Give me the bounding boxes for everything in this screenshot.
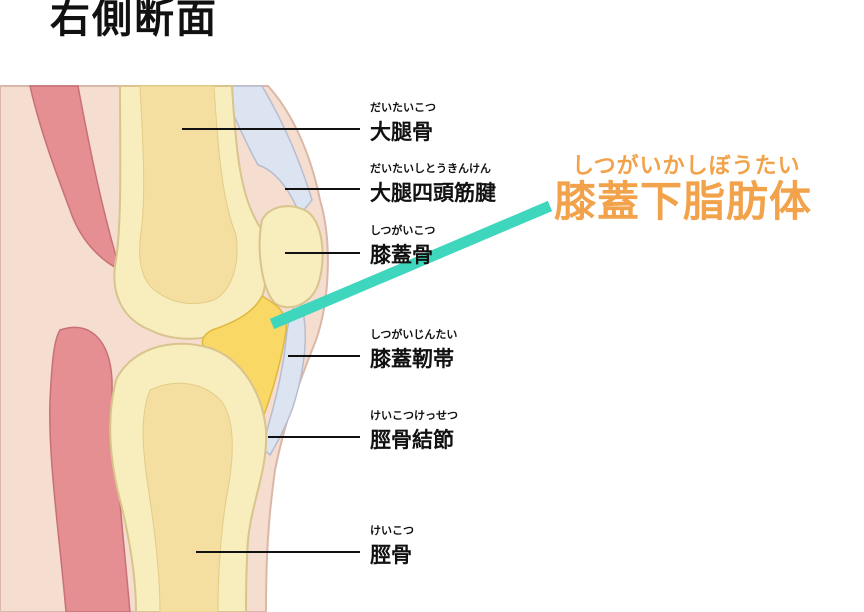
label-quadriceps-tendon-ruby: だいたいしとうきんけん bbox=[370, 162, 491, 175]
highlight-pointer-line bbox=[269, 200, 553, 330]
highlight-name: 膝蓋下脂肪体 bbox=[554, 177, 813, 226]
label-patellar-ligament: しつがいじんたい 膝蓋靭帯 bbox=[370, 326, 457, 373]
label-tibial-tuberosity-name: 脛骨結節 bbox=[370, 428, 454, 452]
highlight-ruby: しつがいかしぼうたい bbox=[572, 154, 801, 179]
label-patellar-ligament-ruby: しつがいじんたい bbox=[370, 328, 458, 341]
label-tibial-tuberosity: けいこつけっせつ 脛骨結節 bbox=[370, 407, 458, 454]
femur-marrow bbox=[139, 85, 238, 305]
label-tibia: けいこつ 脛骨 bbox=[370, 522, 414, 569]
label-femur-name: 大腿骨 bbox=[370, 120, 433, 144]
page-title: 右側断面 bbox=[50, 0, 218, 42]
thigh-muscle bbox=[29, 85, 122, 272]
label-tibia-ruby: けいこつ bbox=[370, 524, 414, 537]
tibia-marrow bbox=[142, 382, 233, 612]
patella-bone bbox=[258, 205, 324, 309]
label-tibia-name: 脛骨 bbox=[370, 543, 412, 567]
label-patella-ruby: しつがいこつ bbox=[370, 224, 436, 237]
label-patella-name: 膝蓋骨 bbox=[370, 243, 433, 267]
highlight-label-fat-pad: しつがいかしぼうたい 膝蓋下脂肪体 bbox=[554, 148, 812, 224]
label-patellar-ligament-name: 膝蓋靭帯 bbox=[370, 347, 454, 371]
label-femur: だいたいこつ 大腿骨 bbox=[370, 99, 436, 146]
label-tibial-tuberosity-ruby: けいこつけっせつ bbox=[370, 409, 458, 422]
label-femur-ruby: だいたいこつ bbox=[370, 101, 436, 114]
label-quadriceps-tendon-name: 大腿四頭筋腱 bbox=[370, 181, 496, 205]
label-patella: しつがいこつ 膝蓋骨 bbox=[370, 222, 435, 269]
label-quadriceps-tendon: だいたいしとうきんけん 大腿四頭筋腱 bbox=[370, 160, 496, 207]
